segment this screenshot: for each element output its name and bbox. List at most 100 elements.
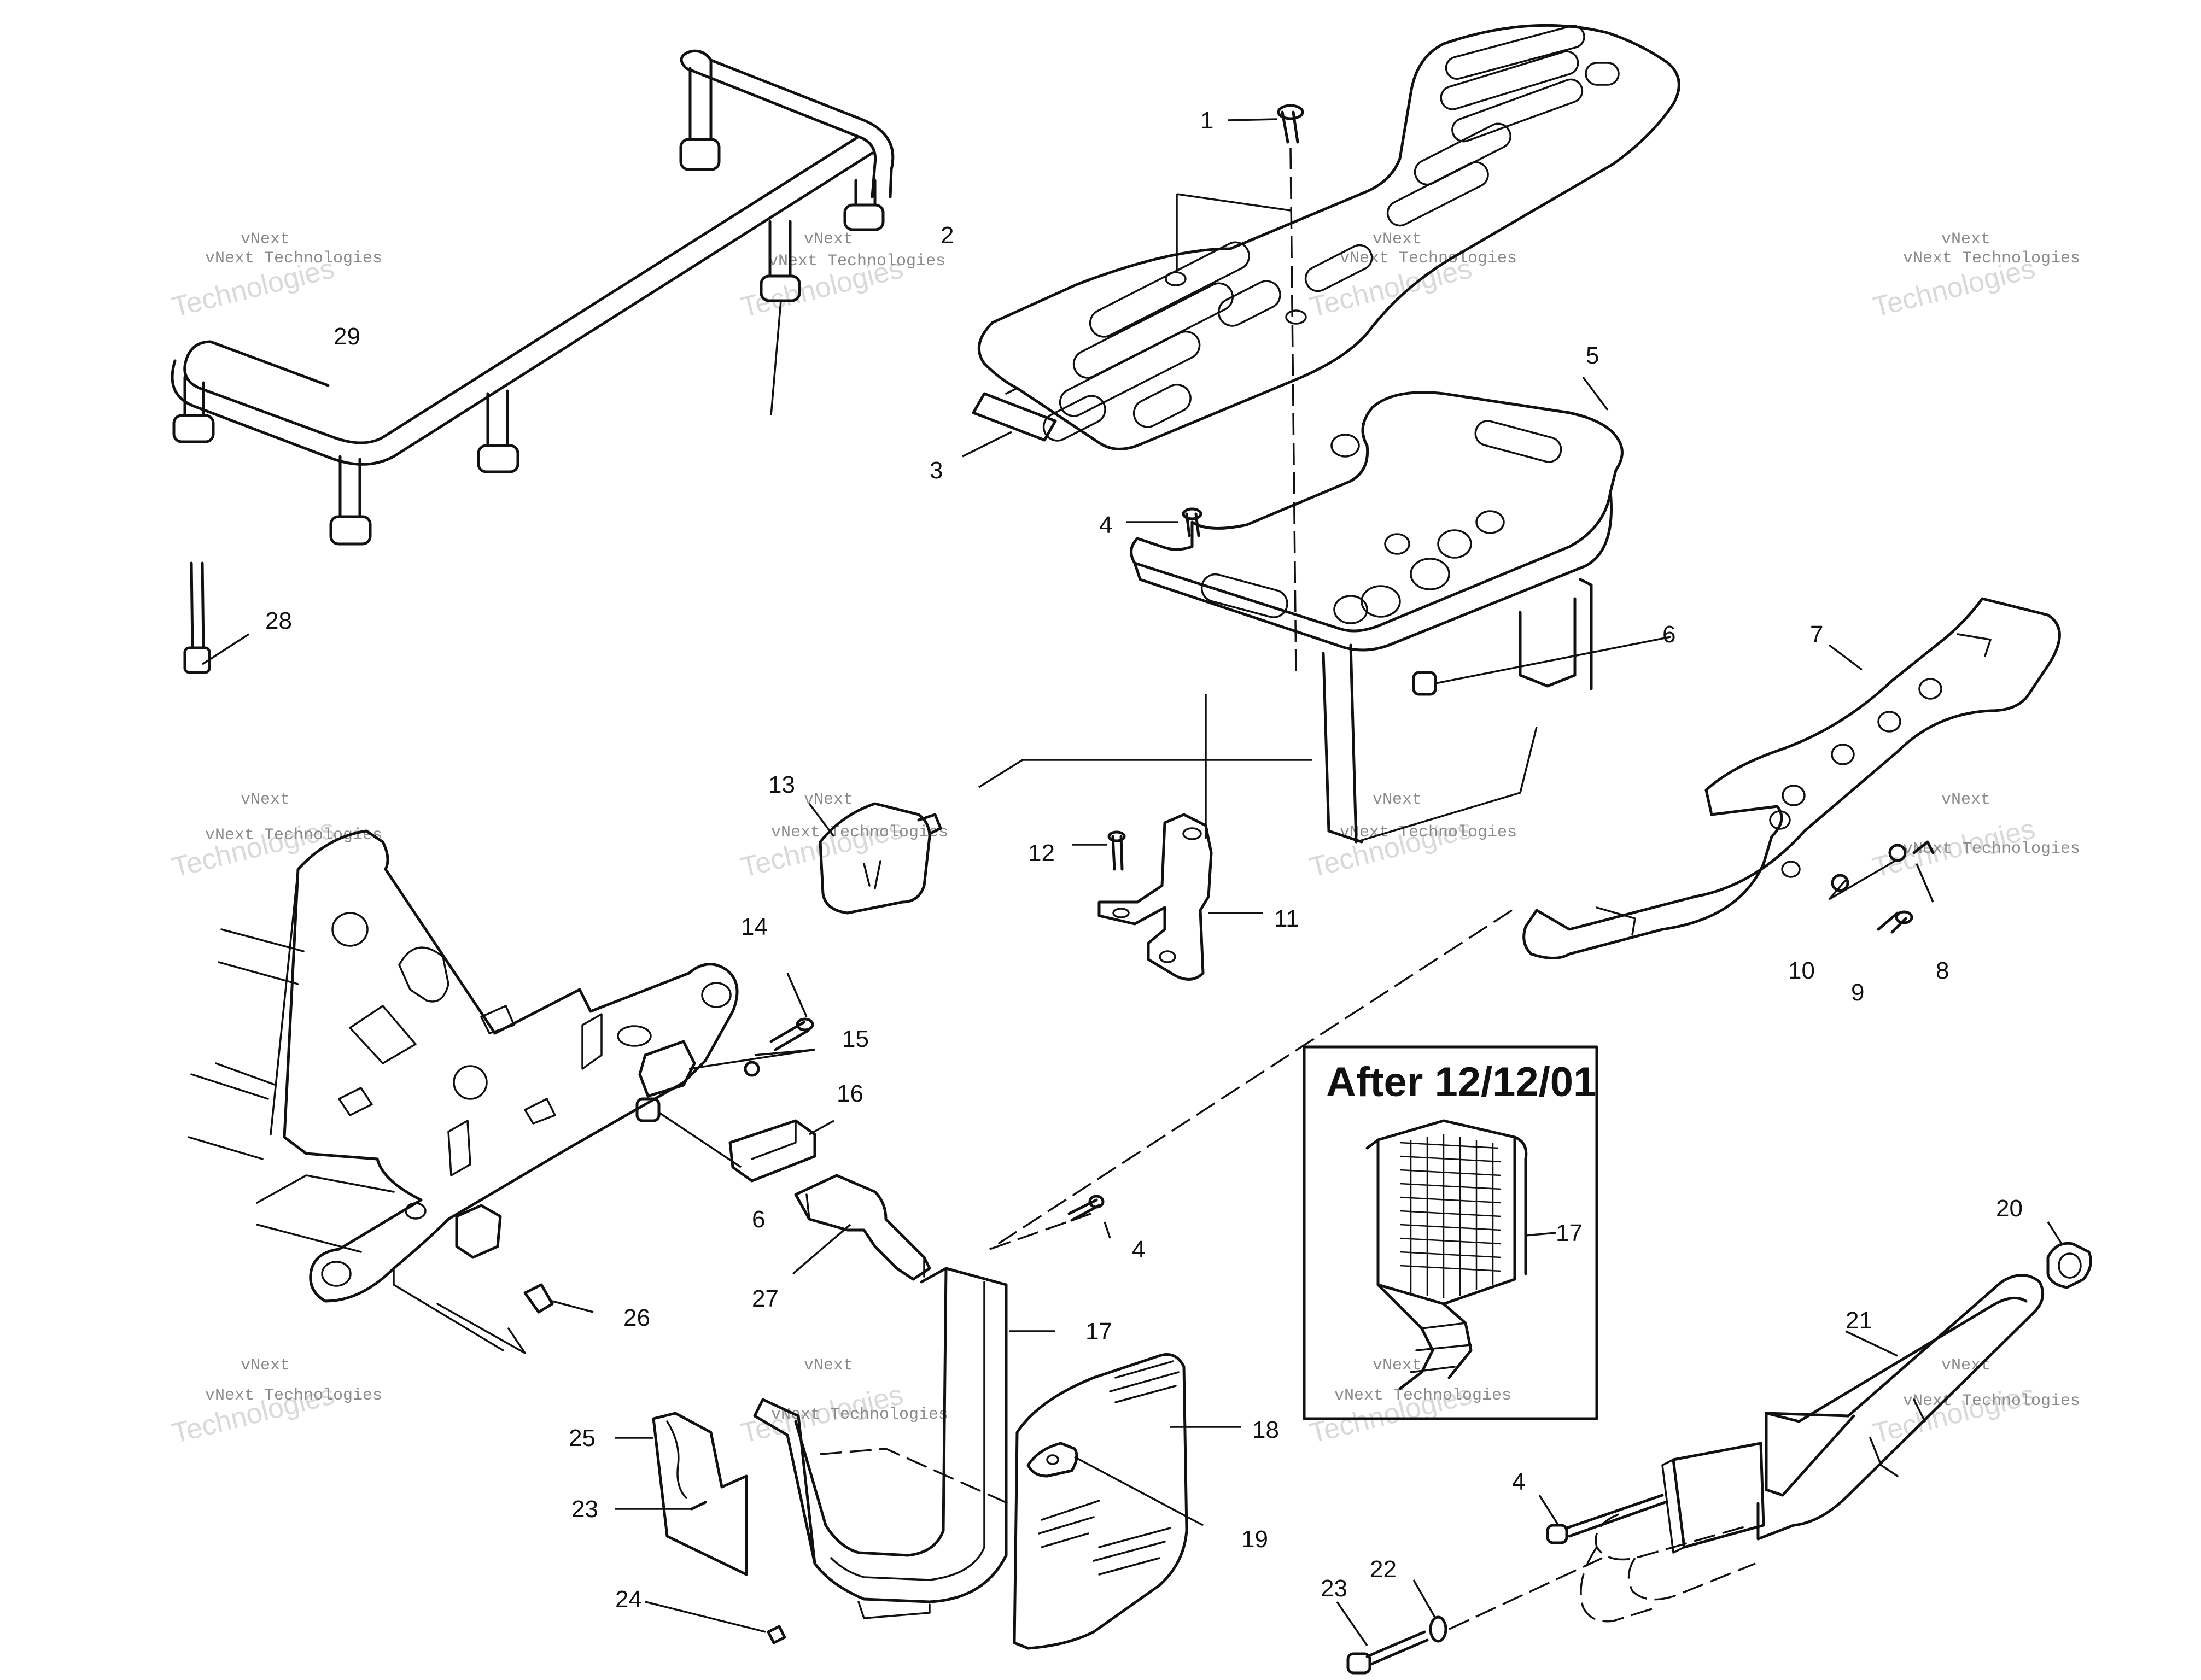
watermark: Technologies vNext vNext Technologies: [169, 1356, 382, 1450]
bumper-part-7: [1522, 597, 2061, 959]
callout-3: 3: [930, 457, 943, 484]
watermark-vnext-tech: vNext Technologies: [1334, 1386, 1511, 1405]
screw-part-23-left: [615, 1501, 707, 1511]
callout-5: 5: [1586, 342, 1599, 369]
callout-9: 9: [1851, 979, 1864, 1006]
assembly-lines: [978, 694, 1513, 1250]
nut-part-6-lower: [635, 1097, 742, 1168]
watermarks: Technologies vNext vNext Technologies Te…: [169, 230, 2080, 1450]
bolt-part-28: [183, 561, 249, 674]
watermark-vnext: vNext: [1373, 791, 1422, 809]
callout-labels: 1 2 3 4 5 6 7 8 9 10 11 12 13 14 15 16 1…: [265, 107, 2023, 1613]
end-cap-part-20: [2046, 1221, 2092, 1289]
callout-11: 11: [1274, 905, 1299, 932]
callout-23-right: 23: [1321, 1575, 1347, 1602]
callout-26: 26: [623, 1304, 650, 1331]
watermark: Technologies vNext vNext Technologies: [169, 230, 382, 324]
bolt-part-1: [1176, 104, 1304, 673]
bolt-part-23-right: [1336, 1601, 1429, 1675]
tail-light-part-13: [808, 802, 942, 915]
callout-7: 7: [1810, 621, 1823, 648]
callout-21: 21: [1846, 1307, 1872, 1334]
bolt-part-4-lower: [1538, 1494, 1667, 1544]
callout-20: 20: [1996, 1195, 2023, 1222]
plate-part-25: [615, 1412, 748, 1576]
callout-19: 19: [1241, 1526, 1268, 1553]
callout-29: 29: [334, 323, 360, 350]
bumper-tube-part-21: [1580, 1274, 2045, 1623]
chassis-frame: [188, 829, 739, 1354]
watermark: Technologies vNext vNext Technologies: [1306, 230, 1517, 324]
watermark-vnext: vNext: [1373, 230, 1422, 249]
callout-27: 27: [752, 1285, 779, 1312]
screw-part-12: [1072, 830, 1126, 871]
callout-6-upper: 6: [1662, 621, 1675, 648]
watermark-vnext: vNext: [241, 1356, 290, 1375]
watermark: Technologies vNext vNext Technologies: [1306, 1356, 1511, 1450]
washer-part-22: [1412, 1557, 1603, 1643]
cargo-deck-part-2: [977, 24, 1680, 450]
callout-10: 10: [1788, 957, 1815, 984]
reflector-part-3: [962, 392, 1057, 458]
callout-2: 2: [941, 222, 954, 249]
bolt-part-14: [769, 973, 814, 1051]
watermark: Technologies vNext vNext Technologies: [1870, 791, 2080, 884]
callout-8: 8: [1936, 957, 1949, 984]
callout-4-upper: 4: [1099, 512, 1112, 538]
callout-28: 28: [265, 607, 292, 634]
callout-18: 18: [1252, 1416, 1279, 1443]
callout-22: 22: [1370, 1556, 1397, 1583]
watermark-vnext: vNext: [1941, 230, 1990, 249]
watermark-vnext-tech: vNext Technologies: [205, 826, 382, 845]
watermark-vnext-tech: vNext Technologies: [768, 252, 945, 271]
callout-23-left: 23: [571, 1496, 598, 1523]
side-panel-part-18: [1013, 1353, 1241, 1650]
watermark-vnext-tech: vNext Technologies: [1903, 249, 2080, 268]
callout-12: 12: [1028, 840, 1055, 867]
nut-part-6-upper: [1412, 636, 1671, 696]
watermark-vnext-tech: vNext Technologies: [1340, 249, 1517, 268]
watermark-vnext-tech: vNext Technologies: [205, 249, 382, 268]
bracket-part-11: [1097, 813, 1263, 981]
callout-13: 13: [768, 771, 795, 798]
watermark-vnext-tech: vNext Technologies: [1903, 840, 2080, 858]
screw-part-4-mid: [1067, 1195, 1111, 1239]
callout-4-lower: 4: [1512, 1468, 1525, 1495]
watermark: Technologies vNext vNext Technologies: [1306, 791, 1517, 884]
bolt-part-4-upper: [1126, 507, 1202, 537]
watermark-vnext: vNext: [804, 1356, 853, 1375]
callout-4-mid: 4: [1132, 1236, 1145, 1263]
watermark: Technologies vNext vNext Technologies: [738, 791, 948, 884]
rack-support-part-5: [1130, 376, 1624, 844]
rail-part-29: [171, 49, 895, 546]
callout-15: 15: [842, 1026, 869, 1052]
callout-6-lower: 6: [752, 1206, 765, 1233]
inset-callout-17: 17: [1556, 1220, 1583, 1246]
watermark-vnext-tech: vNext Technologies: [1903, 1392, 2080, 1410]
inset-after-12-12-01: After 12/12/01 17: [1303, 1045, 1598, 1420]
watermark-vnext-tech: vNext Technologies: [205, 1386, 382, 1405]
callout-1: 1: [1200, 107, 1213, 134]
bracket-part-27: [792, 1174, 931, 1281]
spacer-part-16: [728, 1119, 834, 1183]
watermark-vnext: vNext: [1941, 791, 1990, 809]
watermark-tech: Technologies: [169, 813, 338, 884]
watermark-vnext-tech: vNext Technologies: [771, 1406, 948, 1424]
clip-part-26: [523, 1283, 594, 1314]
watermark-vnext: vNext: [1941, 1356, 1990, 1375]
watermark: Technologies vNext vNext Technologies: [1870, 230, 2080, 324]
fasteners-parts-8-9-10: [1828, 840, 1935, 934]
spacers-part-15: [638, 1040, 815, 1098]
watermark-vnext: vNext: [241, 230, 290, 249]
callout-17: 17: [1085, 1318, 1112, 1345]
heat-shield-part-17: [753, 1267, 1055, 1619]
watermark-vnext: vNext: [241, 791, 290, 809]
watermark-vnext-tech: vNext Technologies: [771, 823, 948, 842]
callout-24: 24: [615, 1586, 642, 1613]
callout-16: 16: [837, 1080, 863, 1107]
watermark: Technologies vNext vNext Technologies: [169, 791, 382, 884]
nut-part-24: [645, 1601, 786, 1644]
inset-title: After 12/12/01: [1326, 1059, 1596, 1105]
callout-25: 25: [569, 1425, 596, 1451]
